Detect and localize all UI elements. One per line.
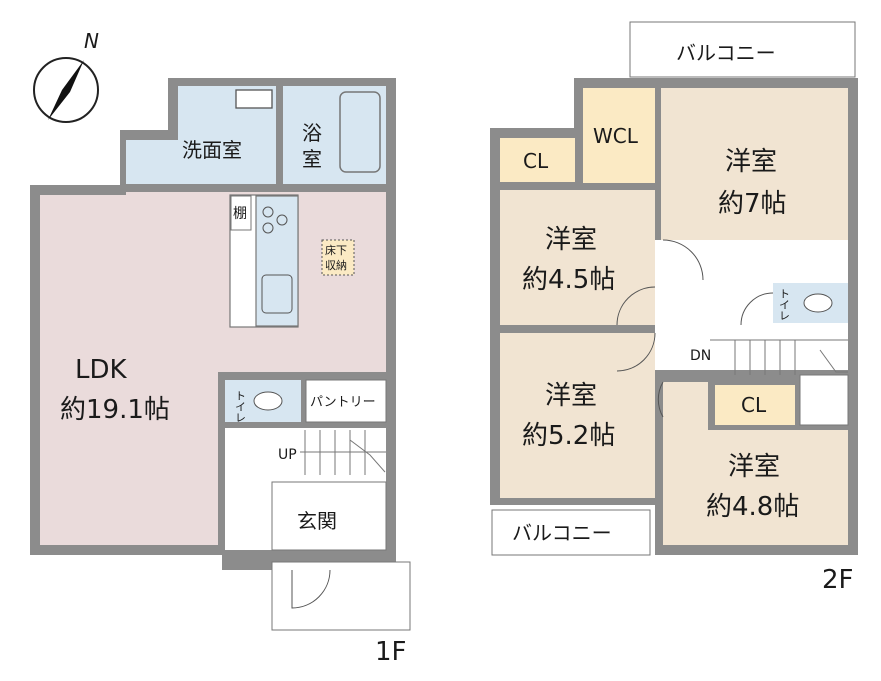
compass-north-label: N [84, 29, 99, 53]
toilet-icon [803, 293, 833, 313]
ldk-size: 約19.1帖 [60, 395, 170, 425]
underfloor-label-2: 収納 [325, 259, 347, 272]
room-7jo [661, 88, 848, 272]
bath-label-2: 室 [302, 147, 322, 171]
bathtub [339, 91, 381, 173]
toilet-label-1f: トイレ [234, 390, 247, 423]
door-swing [662, 239, 704, 281]
floor1-label: 1F [375, 637, 407, 667]
closet-left [500, 138, 575, 182]
compass: N [33, 29, 99, 123]
room48-name: 洋室 [728, 452, 780, 482]
room-45jo [500, 190, 655, 325]
door-swing [740, 292, 774, 326]
balcony-bottom [491, 509, 651, 556]
burner-icon [276, 214, 288, 226]
room52-name: 洋室 [545, 381, 597, 411]
walk-in-closet [583, 88, 655, 183]
compass-needle-icon [48, 60, 84, 120]
stairs-2f [710, 339, 848, 375]
entrance-label: 玄関 [297, 509, 337, 533]
closet-left-label: CL [523, 149, 549, 173]
washroom-room [126, 86, 276, 184]
kitchen-cooktop [255, 195, 299, 327]
balcony-bottom-label: バルコニー [512, 521, 612, 545]
burner-icon [262, 222, 274, 234]
floor2-label: 2F [822, 565, 854, 595]
washroom-label: 洗面室 [182, 138, 242, 162]
underfloor-storage [321, 239, 355, 276]
door-swing [657, 381, 664, 418]
door-swing [616, 332, 656, 372]
room-52jo [500, 333, 655, 498]
entrance-door-swing [291, 569, 331, 609]
door-swing [616, 286, 656, 326]
ldk-room [40, 192, 386, 545]
stairs-up-label: UP [278, 447, 297, 463]
room7-size: 約7帖 [718, 189, 787, 219]
kitchen-sink [261, 274, 293, 314]
stair-void [799, 374, 849, 426]
room-48jo [663, 382, 848, 545]
stairs-1f [300, 430, 386, 475]
pantry-room [305, 379, 387, 423]
closet-right-label: CL [741, 393, 767, 417]
stairs-down-label: DN [690, 348, 711, 364]
sink [235, 89, 273, 109]
toilet-label-2f: トイレ [778, 288, 791, 321]
floor-2: バルコニー CL WCL 洋室 約7帖 洋室 約4.5帖 トイレ DN 洋室 約… [490, 21, 858, 595]
bath-label-1: 浴 [302, 121, 322, 145]
underfloor-label-1: 床下 [325, 243, 347, 257]
room52-size: 約5.2帖 [522, 421, 615, 451]
room45-size: 約4.5帖 [522, 265, 615, 295]
ldk-name: LDK [75, 355, 128, 385]
shelf-label: 棚 [233, 206, 247, 222]
burner-icon [262, 206, 274, 218]
entrance-room [271, 481, 387, 551]
balcony-top [629, 21, 856, 78]
floor-1: LDK 約19.1帖 洗面室 浴 室 棚 床下 収納 トイレ パントリー UP … [30, 78, 411, 667]
room48-size: 約4.8帖 [706, 492, 799, 522]
room7-name: 洋室 [725, 147, 777, 177]
closet-right [715, 385, 795, 425]
toilet-icon [253, 391, 283, 411]
wcl-label: WCL [593, 124, 639, 148]
balcony-top-label: バルコニー [676, 41, 776, 65]
pantry-label: パントリー [310, 395, 376, 410]
shelf-unit [230, 195, 252, 231]
room45-name: 洋室 [545, 225, 597, 255]
entrance-porch [271, 561, 411, 631]
